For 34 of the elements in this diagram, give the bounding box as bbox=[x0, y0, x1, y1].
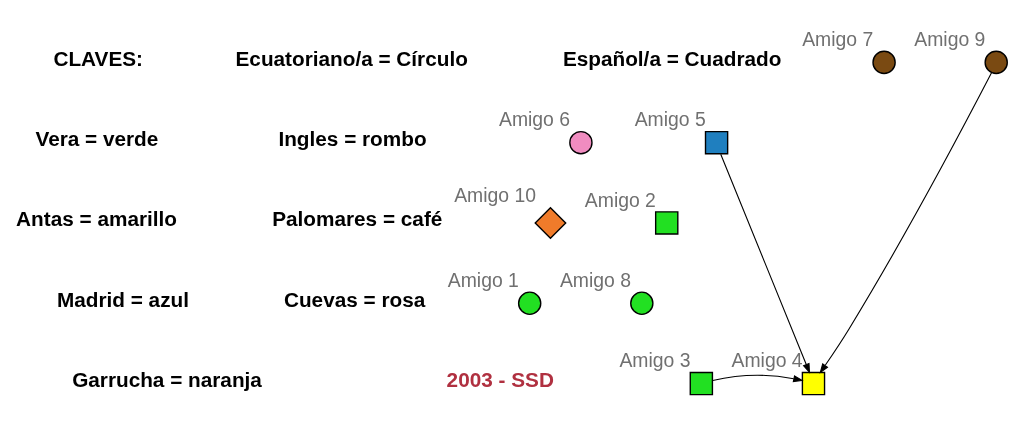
node-label: Amigo 5 bbox=[634, 107, 706, 130]
node-label: Amigo 4 bbox=[731, 348, 803, 371]
label: Vera = verde bbox=[35, 126, 159, 150]
label: Antas = amarillo bbox=[16, 206, 177, 230]
arrow bbox=[720, 153, 811, 374]
node-label: Amigo 1 bbox=[447, 268, 519, 291]
label: Ecuatoriano/a = Círculo bbox=[235, 46, 468, 70]
label: Palomares = café bbox=[272, 206, 443, 230]
arrow bbox=[819, 71, 993, 374]
node-box bbox=[801, 371, 826, 395]
label: 2003 - SSD bbox=[446, 367, 554, 391]
label: Madrid = azul bbox=[56, 287, 189, 311]
node-label: Amigo 10 bbox=[454, 183, 537, 206]
label: CLAVES: bbox=[53, 46, 144, 70]
node-box bbox=[704, 130, 729, 154]
node-label: Amigo 9 bbox=[914, 27, 986, 50]
node-box bbox=[689, 371, 714, 395]
label: Ingles = rombo bbox=[278, 126, 427, 150]
node-circle bbox=[569, 130, 593, 154]
node-circle bbox=[872, 50, 896, 74]
label: Cuevas = rosa bbox=[283, 287, 426, 311]
node-label: Amigo 3 bbox=[619, 348, 691, 371]
label: Español/a = Cuadrado bbox=[562, 46, 782, 70]
node-box bbox=[654, 210, 679, 235]
node-diamond bbox=[534, 206, 567, 239]
node-label: Amigo 7 bbox=[802, 27, 874, 50]
node-circle bbox=[630, 291, 654, 315]
node-label: Amigo 8 bbox=[559, 268, 631, 291]
node-label: Amigo 6 bbox=[498, 107, 571, 130]
node-circle bbox=[984, 50, 1008, 74]
arrow bbox=[712, 374, 804, 382]
node-circle bbox=[517, 291, 542, 315]
label: Garrucha = naranja bbox=[72, 367, 262, 391]
node-label: Amigo 2 bbox=[584, 188, 656, 211]
